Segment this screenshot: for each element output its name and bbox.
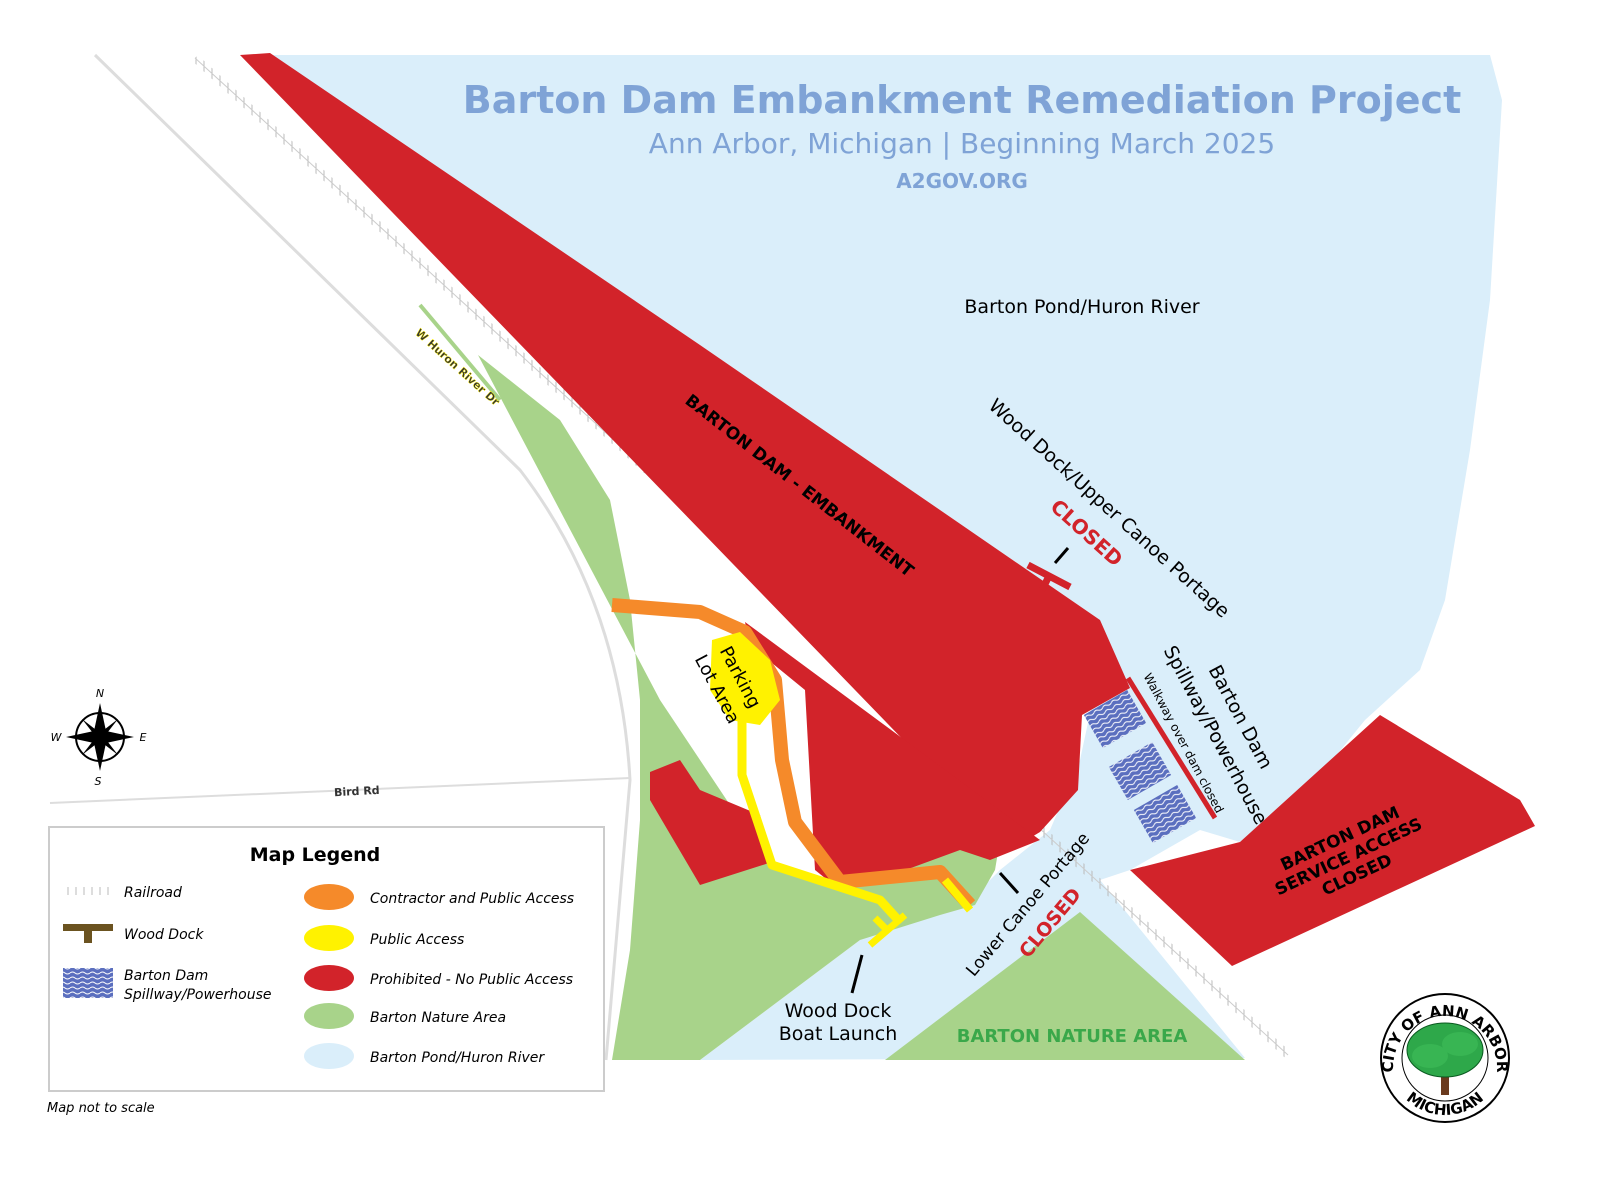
- bird-rd-label: Bird Rd: [334, 784, 380, 799]
- boat-launch-label-line1: Wood Dock: [785, 1000, 892, 1022]
- legend-item-wood-dock: Wood Dock: [63, 924, 204, 943]
- svg-text:Railroad: Railroad: [124, 885, 182, 901]
- legend-item-contractor-access: Contractor and Public Access: [304, 884, 574, 910]
- upper-wood-dock-icon: [1026, 561, 1072, 592]
- page-title: Barton Dam Embankment Remediation Projec…: [463, 78, 1461, 122]
- public-access-path: [737, 710, 904, 926]
- svg-text:Contractor and Public Access: Contractor and Public Access: [370, 891, 574, 907]
- map-legend: Map Legend Railroad Wood Dock Barton Dam…: [48, 826, 605, 1092]
- bird-rd-road: [49, 777, 631, 804]
- parking-lot: [710, 632, 780, 725]
- legend-item-nature-area: Barton Nature Area: [304, 1003, 506, 1029]
- west-prohibited: [650, 760, 772, 885]
- contractor-access-path: [611, 598, 976, 910]
- svg-text:Wood Dock: Wood Dock: [124, 927, 204, 943]
- public-access-spur: [941, 877, 974, 913]
- boat-launch-label-line2: Boat Launch: [779, 1023, 898, 1045]
- legend-item-prohibited: Prohibited - No Public Access: [304, 965, 573, 991]
- legend-item-spillway: Barton Dam: [63, 968, 208, 998]
- svg-text:Public Access: Public Access: [370, 932, 464, 948]
- scale-note: Map not to scale: [47, 1101, 155, 1116]
- nature-area-south: [885, 912, 1245, 1060]
- svg-text:Prohibited - No Public Access: Prohibited - No Public Access: [370, 972, 573, 988]
- wood-dock-icon: [63, 924, 113, 943]
- svg-text:Barton Nature Area: Barton Nature Area: [370, 1010, 506, 1026]
- boat-launch-pointer: [850, 954, 864, 994]
- walkway-closed: [1125, 676, 1218, 820]
- legend-item-public-access: Public Access: [304, 925, 464, 951]
- w-huron-river-dr-road: [93, 53, 632, 1061]
- service-access-prohibited: [1130, 715, 1535, 966]
- svg-text:S: S: [95, 775, 102, 788]
- huron-river-dr-highlight: [418, 303, 502, 402]
- nature-area-label: BARTON NATURE AREA: [957, 1026, 1188, 1047]
- website-link[interactable]: A2GOV.ORG: [896, 169, 1028, 193]
- legend-title: Map Legend: [250, 844, 381, 866]
- svg-text:W: W: [51, 731, 63, 744]
- page-subtitle: Ann Arbor, Michigan | Beginning March 20…: [649, 127, 1275, 160]
- svg-text:N: N: [96, 687, 104, 700]
- city-seal-logo: CITY OF ANN ARBOR MICHIGAN: [1379, 993, 1511, 1123]
- lower-portage-pointer: [998, 871, 1020, 895]
- compass-rose-icon: N S E W: [51, 687, 147, 788]
- spillway-icon: [1083, 690, 1197, 843]
- upper-dock-pointer: [1053, 547, 1070, 564]
- pond-label: Barton Pond/Huron River: [964, 296, 1199, 318]
- svg-text:Barton Dam: Barton Dam: [124, 968, 208, 984]
- pond-area: [270, 55, 1502, 1060]
- spillway-legend-line2: Spillway/Powerhouse: [124, 987, 272, 1003]
- legend-item-pond: Barton Pond/Huron River: [304, 1043, 545, 1069]
- spillway-icon: [63, 968, 113, 998]
- legend-item-railroad: Railroad: [65, 885, 182, 901]
- embankment-prohibited: [240, 53, 1130, 850]
- lower-prohibited: [745, 622, 1040, 882]
- svg-text:E: E: [140, 731, 147, 744]
- lower-wood-dock-icon: [867, 912, 908, 948]
- svg-text:Barton Pond/Huron River: Barton Pond/Huron River: [370, 1050, 545, 1066]
